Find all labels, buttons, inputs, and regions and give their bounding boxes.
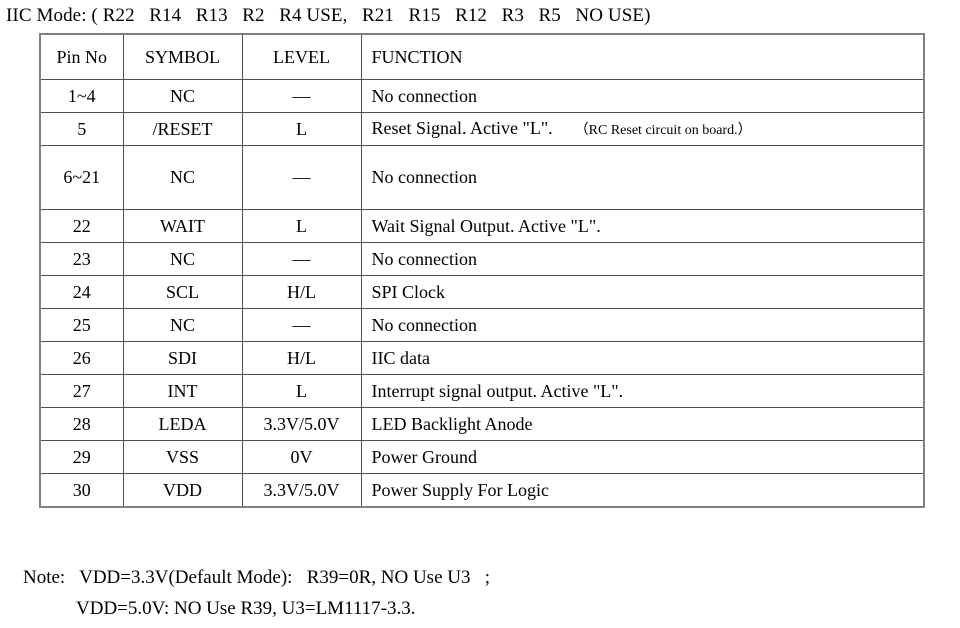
cell-pin-no: 24 bbox=[39, 275, 124, 309]
cell-function: Interrupt signal output. Active "L". bbox=[360, 374, 925, 408]
function-note-text: （RC Reset circuit on board.） bbox=[574, 122, 752, 138]
cell-function: Wait Signal Output. Active "L". bbox=[360, 209, 925, 243]
cell-pin-no: 25 bbox=[39, 308, 124, 342]
cell-symbol: VDD bbox=[122, 473, 243, 508]
cell-pin-no: 22 bbox=[39, 209, 124, 243]
cell-function: No connection bbox=[360, 145, 925, 210]
note-line-5v-mode: VDD=5.0V: NO Use R39, U3=LM1117-3.3. bbox=[76, 598, 416, 619]
function-text: Wait Signal Output. Active "L". bbox=[371, 215, 601, 236]
cell-symbol: NC bbox=[122, 145, 243, 210]
column-header-level: LEVEL bbox=[241, 33, 362, 80]
cell-pin-no: 1~4 bbox=[39, 79, 124, 113]
function-text: SPI Clock bbox=[371, 281, 446, 302]
table-header: Pin No SYMBOL LEVEL FUNCTION bbox=[39, 33, 925, 80]
cell-level: 3.3V/5.0V bbox=[241, 407, 362, 441]
cell-symbol: NC bbox=[122, 308, 243, 342]
column-header-function: FUNCTION bbox=[360, 33, 925, 80]
cell-level: — bbox=[241, 242, 362, 276]
cell-pin-no: 23 bbox=[39, 242, 124, 276]
cell-level: H/L bbox=[241, 341, 362, 375]
cell-pin-no: 26 bbox=[39, 341, 124, 375]
cell-symbol: SDI bbox=[122, 341, 243, 375]
cell-function: No connection bbox=[360, 79, 925, 113]
cell-level: 3.3V/5.0V bbox=[241, 473, 362, 508]
cell-function: Reset Signal. Active "L". （RC Reset circu… bbox=[360, 112, 925, 146]
cell-pin-no: 27 bbox=[39, 374, 124, 408]
cell-function: Power Supply For Logic bbox=[360, 473, 925, 508]
cell-pin-no: 30 bbox=[39, 473, 124, 508]
cell-level: — bbox=[241, 79, 362, 113]
function-text: No connection bbox=[371, 314, 477, 335]
cell-function: No connection bbox=[360, 308, 925, 342]
cell-level: L bbox=[241, 374, 362, 408]
function-text: Reset Signal. Active "L". bbox=[371, 117, 553, 138]
cell-level: L bbox=[241, 112, 362, 146]
cell-symbol: WAIT bbox=[122, 209, 243, 243]
cell-level: — bbox=[241, 145, 362, 210]
cell-pin-no: 29 bbox=[39, 440, 124, 474]
cell-symbol: NC bbox=[122, 242, 243, 276]
cell-symbol: /RESET bbox=[122, 112, 243, 146]
cell-symbol: LEDA bbox=[122, 407, 243, 441]
cell-function: No connection bbox=[360, 242, 925, 276]
function-text: No connection bbox=[371, 167, 477, 187]
column-header-symbol: SYMBOL bbox=[122, 33, 243, 80]
function-text: No connection bbox=[371, 248, 477, 269]
cell-level: 0V bbox=[241, 440, 362, 474]
cell-symbol: NC bbox=[122, 79, 243, 113]
cell-function: IIC data bbox=[360, 341, 925, 375]
cell-function: LED Backlight Anode bbox=[360, 407, 925, 441]
cell-pin-no: 5 bbox=[39, 112, 124, 146]
cell-pin-no: 28 bbox=[39, 407, 124, 441]
cell-pin-no: 6~21 bbox=[39, 145, 124, 210]
table-header-row: Pin No SYMBOL LEVEL FUNCTION bbox=[39, 33, 925, 80]
function-text: Interrupt signal output. Active "L". bbox=[371, 380, 624, 401]
cell-symbol: INT bbox=[122, 374, 243, 408]
cell-level: H/L bbox=[241, 275, 362, 309]
cell-function: SPI Clock bbox=[360, 275, 925, 309]
iic-mode-title: IIC Mode: ( R22 R14 R13 R2 R4 USE, R21 R… bbox=[6, 5, 651, 26]
function-text: IIC data bbox=[371, 347, 430, 368]
cell-symbol: VSS bbox=[122, 440, 243, 474]
cell-level: — bbox=[241, 308, 362, 342]
function-text: No connection bbox=[371, 85, 477, 106]
function-text: Power Supply For Logic bbox=[371, 479, 550, 500]
function-text: LED Backlight Anode bbox=[371, 413, 533, 434]
function-text: Power Ground bbox=[371, 446, 478, 467]
cell-function: Power Ground bbox=[360, 440, 925, 474]
note-line-default-mode: Note: VDD=3.3V(Default Mode): R39=0R, NO… bbox=[23, 567, 491, 588]
column-header-pin-no: Pin No bbox=[39, 33, 124, 80]
cell-symbol: SCL bbox=[122, 275, 243, 309]
cell-level: L bbox=[241, 209, 362, 243]
footer-notes: Note: VDD=3.3V(Default Mode): R39=0R, NO… bbox=[0, 562, 960, 624]
